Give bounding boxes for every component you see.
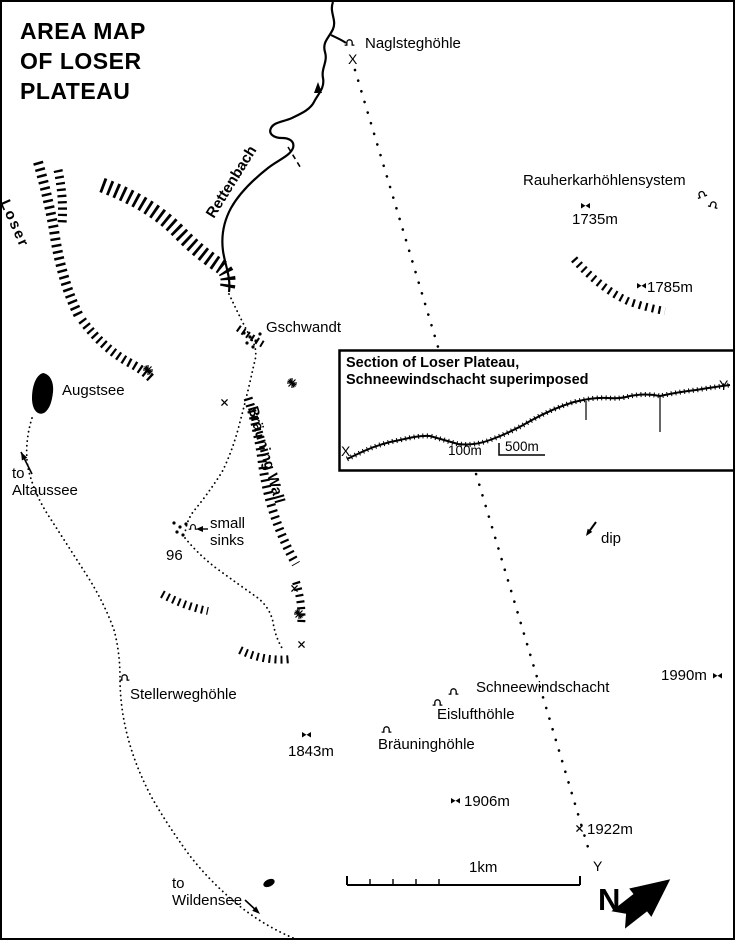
inset-scale-500m: 500m [505,439,539,454]
scale-bar [346,876,581,886]
ridge-central [99,177,236,291]
arrow-to-altaussee [20,451,33,475]
label-spot-1785: 1785m [647,279,693,296]
inset-label-y: Y [719,377,729,393]
trail-paths [25,293,296,938]
ridge-loser [33,160,156,383]
inset-scale-100m: 100m [448,443,482,458]
dip-arrow [586,521,597,536]
river-branch [330,34,347,44]
label-scale-1km: 1km [469,859,498,876]
sink-icon-b [286,377,298,389]
label-dip: dip [601,530,622,547]
sink-icon-c [293,608,305,620]
cave-icon-stellerweghohle [119,674,130,681]
cave-icon-schneewindschacht [448,688,459,695]
label-augstsee: Augstsee [62,382,125,399]
river-intermittent [287,146,303,171]
north-arrow [611,879,671,929]
trail-gschwandt-south [184,293,257,535]
label-gschwandt: Gschwandt [266,319,342,336]
label-small-sinks: small sinks [210,515,246,550]
cross-icon-a [221,399,228,406]
label-spot-1735: 1735m [572,211,618,228]
label-spot-1922: 1922m [587,821,633,838]
cave-icon-rauherkar-2 [707,200,720,210]
trail-sinks-southeast [184,537,283,649]
spot-icon-1843 [302,732,311,738]
flow-arrow [314,82,322,93]
inset-title: Section of Loser Plateau, Schneewindscha… [346,355,589,388]
label-schneewindschacht: Schneewindschacht [476,679,610,696]
inset-frame [338,349,733,472]
label-spot-1990: 1990m [661,667,707,684]
ridge-minor [160,325,292,664]
inset-label-x: X [341,443,351,459]
label-eislufthohle: Eislufthöhle [437,706,515,723]
small-lake [263,878,275,888]
cave-icon-eislufthohle [432,699,443,706]
label-to-wildensee: to Wildensee [172,875,243,910]
inset-scale-bracket [498,443,545,456]
dots-small-sinks [172,521,208,537]
arrow-to-wildensee [244,899,260,914]
lake-augstsee [32,373,54,414]
label-spot-1906: 1906m [464,793,510,810]
label-96: 96 [166,547,183,564]
cave-icon-rauherkar-1 [695,189,708,200]
spot-icon-1785 [637,283,646,289]
label-brauninghohle: Bräuninghöhle [378,736,475,753]
sink-icon-a [142,364,154,376]
trail-west [25,417,296,938]
label-rauherkarhohlensystem: Rauherkarhöhlensystem [523,172,686,189]
map-title: AREA MAP OF LOSER PLATEAU [20,18,146,104]
spot-icon-1735 [581,203,590,209]
river-rettenbach [221,2,347,293]
ridge-brauning-wall [243,396,306,627]
dots-gschwandt [242,331,262,349]
label-y-end: Y [593,858,603,874]
cliff-hachures [33,160,666,664]
label-to-altaussee: to Altaussee [12,465,78,500]
cave-icon-brauninghohle [381,726,392,733]
inset-profile-hachure [345,382,731,462]
ridge-rauherkar [571,256,666,315]
spot-icon-1990 [713,673,722,679]
cross-icon-c [298,641,305,648]
label-spot-1843: 1843m [288,743,334,760]
label-x-start: X [348,51,358,67]
spot-icon-1906 [451,798,460,804]
label-stellerweghohle: Stellerweghöhle [130,686,237,703]
cross-icon-1922 [576,825,583,832]
label-north-n: N [598,882,621,917]
cave-icon-small-sinks [188,523,198,530]
inset-section [338,349,733,472]
label-naglsteghohle: Naglsteghöhle [365,35,461,52]
